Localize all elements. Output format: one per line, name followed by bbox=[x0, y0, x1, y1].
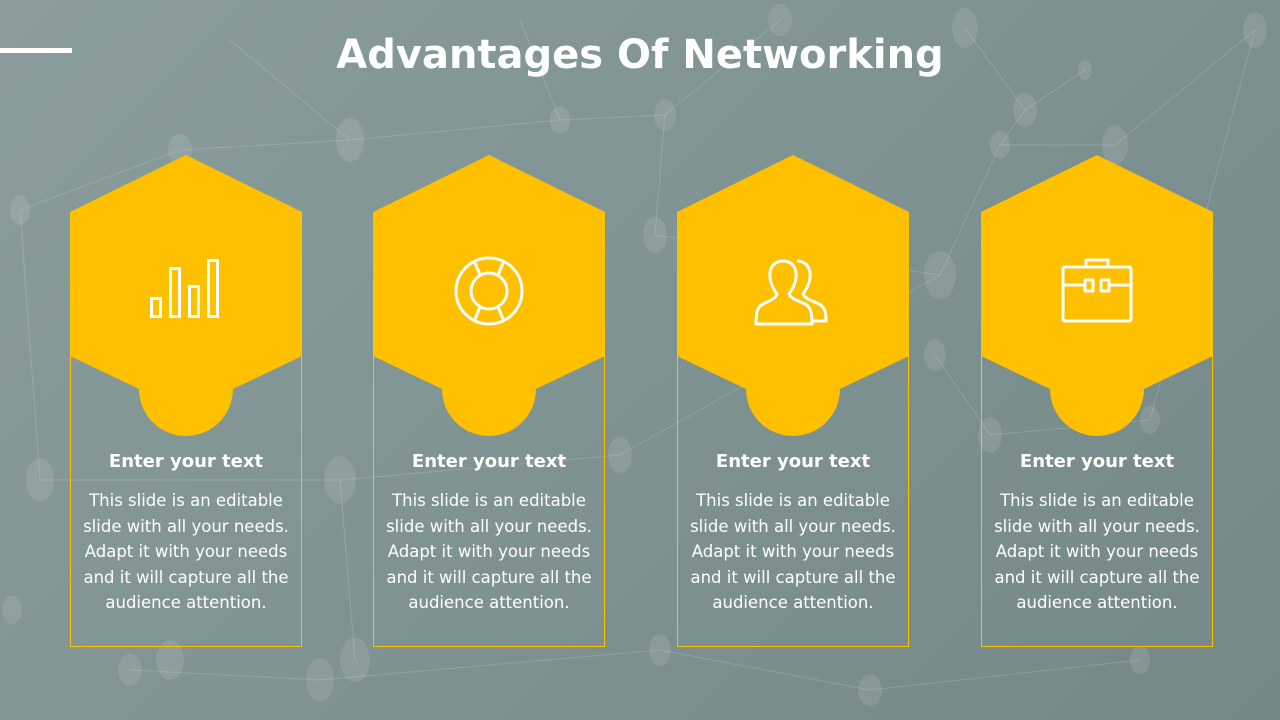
slide-title: Advantages Of Networking bbox=[336, 32, 944, 78]
lifebuoy-icon bbox=[454, 256, 524, 326]
card-frame bbox=[70, 155, 302, 647]
feature-card-2: Enter your text This slide is an editabl… bbox=[373, 155, 605, 647]
briefcase-icon bbox=[1061, 258, 1133, 323]
card-frame bbox=[981, 155, 1213, 647]
card-frame bbox=[677, 155, 909, 647]
users-icon bbox=[754, 259, 828, 326]
card-frame bbox=[373, 155, 605, 647]
card-body: This slide is an editable slide with all… bbox=[386, 491, 592, 612]
card-heading: Enter your text bbox=[1019, 451, 1175, 472]
feature-card-1: Enter your text This slide is an editabl… bbox=[70, 155, 302, 647]
card-heading: Enter your text bbox=[715, 451, 871, 472]
card-heading: Enter your text bbox=[411, 451, 567, 472]
title-accent-line bbox=[0, 48, 72, 53]
card-body: This slide is an editable slide with all… bbox=[994, 491, 1200, 612]
feature-card-4: Enter your text This slide is an editabl… bbox=[981, 155, 1213, 647]
bar-chart-icon bbox=[150, 259, 219, 318]
card-body: This slide is an editable slide with all… bbox=[83, 491, 289, 612]
card-body: This slide is an editable slide with all… bbox=[690, 491, 896, 612]
feature-card-3: Enter your text This slide is an editabl… bbox=[677, 155, 909, 647]
card-heading: Enter your text bbox=[108, 451, 264, 472]
